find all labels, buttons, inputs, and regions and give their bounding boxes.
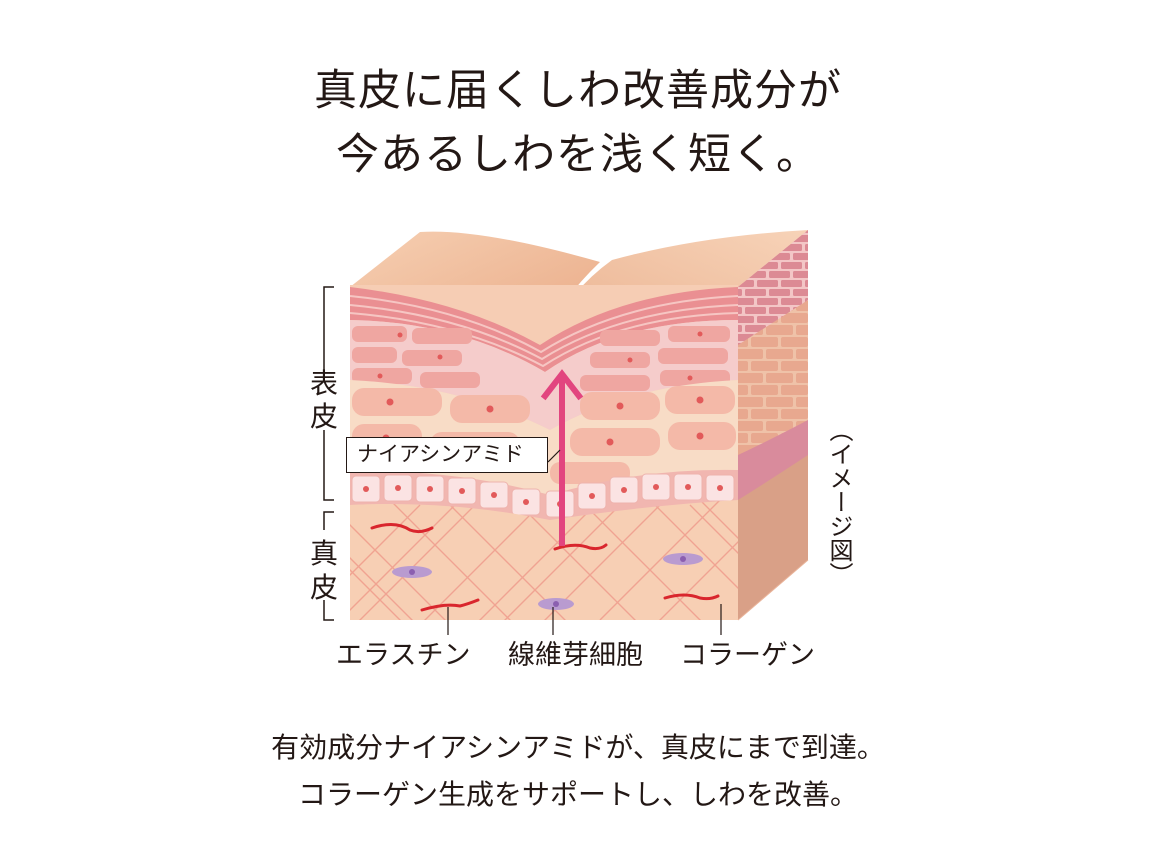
elastin-fibers	[370, 523, 720, 612]
epidermis-label-char-2: 皮	[309, 400, 338, 433]
caption-line-1: 有効成分ナイアシンアミドが、真皮にまで到達。	[271, 731, 885, 764]
fibroblast-cells	[392, 553, 703, 610]
niacinamide-callout: ナイアシンアミド	[346, 437, 548, 473]
caption-line-2: コラーゲン生成をサポートし、しわを改善。	[297, 778, 858, 811]
elastin-label: エラスチン	[336, 640, 471, 671]
dermis-label-char-1: 真	[309, 537, 338, 570]
layer-brackets	[323, 286, 334, 621]
skin-side-face	[738, 230, 808, 620]
fibroblast-label: 線維芽細胞	[508, 640, 643, 671]
headline-line-2: 今あるしわを浅く短く。	[336, 130, 820, 180]
headline-line-1: 真皮に届くしわ改善成分が	[314, 66, 842, 116]
component-leaders	[447, 604, 722, 635]
collagen-label: コラーゲン	[680, 640, 815, 671]
penetration-arrow-icon	[540, 369, 584, 546]
image-note: （イメージ図）	[825, 418, 853, 586]
dermis-label-char-2: 皮	[309, 571, 338, 604]
epidermis-label-char-1: 表	[309, 367, 338, 400]
